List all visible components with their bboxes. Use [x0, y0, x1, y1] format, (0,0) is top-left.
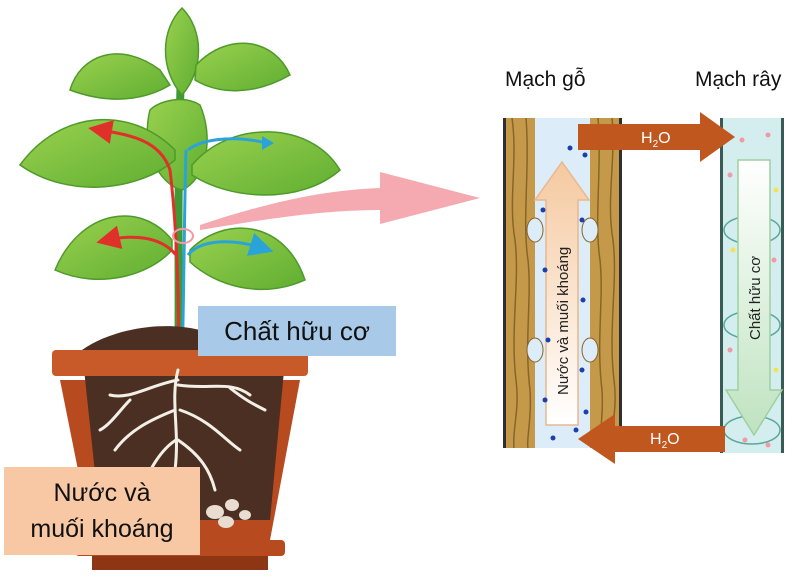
- mineral-dots: [540, 145, 589, 441]
- phloem-edge-right: [781, 118, 784, 453]
- water-flow-main: [88, 120, 181, 366]
- xylem-title: Mạch gỗ: [505, 68, 586, 91]
- leaf-low-left: [54, 215, 173, 281]
- h2o-top-label: H2O: [641, 130, 671, 150]
- xylem-vessel: [503, 117, 622, 449]
- leaf-top-left: [69, 53, 172, 100]
- zoom-arrow: [200, 172, 480, 230]
- h2o-bottom-label: H2O: [650, 431, 680, 451]
- pot-rim: [52, 350, 308, 376]
- h2o-arrow-bottom: [578, 414, 725, 464]
- phloem-down-arrow: [724, 159, 784, 437]
- phloem-title: Mạch rây: [695, 68, 782, 91]
- organic-arrowhead-top: [262, 136, 274, 150]
- organic-flow-main: [187, 137, 263, 152]
- leaf-top: [164, 6, 200, 97]
- water-flow-branch: [96, 225, 178, 256]
- roots: [98, 368, 267, 492]
- leaf-top-right: [194, 42, 291, 92]
- phloem-edge-left: [720, 118, 723, 453]
- xylem-up-arrow: [533, 160, 591, 426]
- pot-saucer-base: [92, 556, 268, 570]
- xylem-pits: [526, 217, 599, 363]
- organic-flow-branch: [186, 232, 274, 257]
- xylem-edge-right: [619, 118, 622, 448]
- xylem-edge-left: [503, 118, 506, 448]
- water-label-line2: muối khoáng: [30, 515, 174, 543]
- water-minerals-label: Nước và muối khoáng: [4, 467, 200, 555]
- leaf-mid-left: [18, 118, 176, 188]
- organic-dots: [727, 132, 779, 448]
- zoom-marker: [172, 228, 194, 244]
- leaf-mid-right: [191, 131, 341, 196]
- xylem-vertical-label: Nước và muối khoáng: [555, 247, 572, 395]
- plant: [18, 6, 341, 469]
- phloem-vertical-label: Chất hữu cơ: [747, 256, 764, 340]
- phloem-vessel: [720, 118, 784, 453]
- h2o-arrow-top: [578, 112, 735, 162]
- leaf-low-right: [189, 227, 306, 291]
- pebbles: [206, 499, 251, 528]
- water-label-line1: Nước và: [53, 479, 151, 507]
- xylem-wall-texture: [511, 117, 616, 449]
- organic-matter-label: Chất hữu cơ: [198, 306, 396, 356]
